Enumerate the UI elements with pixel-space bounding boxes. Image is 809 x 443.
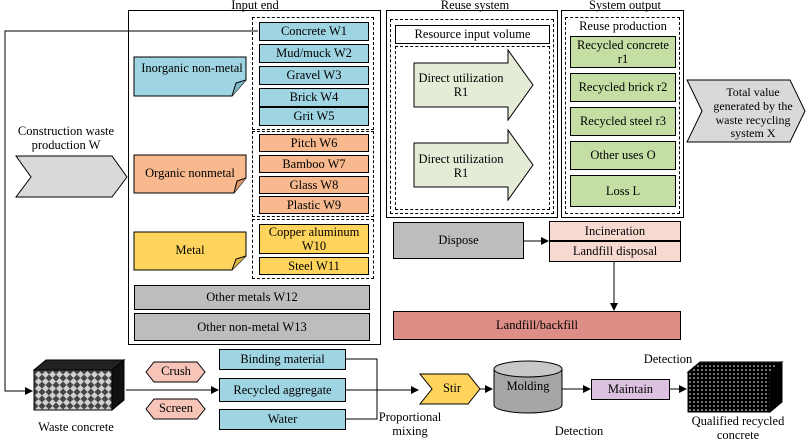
source-label: Construction waste production W (17, 124, 115, 153)
reuse-system-title: Reuse system (440, 0, 510, 12)
inorganic-item-gravel: Gravel W3 (259, 66, 369, 85)
inorganic-group (252, 17, 374, 130)
organic-item-pitch: Pitch W6 (259, 134, 369, 152)
organic-label: Organic nonmetal (145, 166, 235, 180)
output-recycled-steel: Recycled steel r3 (570, 107, 676, 136)
other-nonmetal-box: Other non-metal W13 (134, 313, 370, 341)
input-end-title: Input end (231, 0, 279, 12)
inorganic-item-brick: Brick W4 (259, 88, 369, 107)
direct-util-1: Direct utilization R1 (418, 71, 504, 100)
inorganic-item-mud: Mud/muck W2 (259, 44, 369, 63)
inorganic-item-concrete: Concrete W1 (259, 22, 369, 41)
metal-label: Metal (175, 243, 205, 257)
waste-concrete-label: Waste concrete (38, 420, 114, 434)
resource-input-box: Resource input volume (395, 25, 550, 44)
binding-material-box: Binding material (219, 349, 346, 370)
water-line (346, 390, 378, 420)
dispose-box: Dispose (393, 222, 524, 259)
organic-group (252, 131, 374, 217)
resource-arrow-group (395, 46, 550, 210)
organic-item-glass: Glass W8 (259, 176, 369, 194)
reuse-system-inner (390, 19, 554, 214)
metal-item-copper: Copper aluminum W10 (259, 224, 369, 254)
reuse-production-label: Reuse production (579, 19, 667, 33)
landfill-disposal-box: Landfill disposal (549, 241, 681, 262)
landfill-backfill-box: Landfill/backfill (393, 311, 681, 340)
organic-item-bamboo: Bamboo W7 (259, 155, 369, 173)
reuse-system-frame (386, 10, 558, 218)
binding-line (346, 358, 378, 390)
metal-item-steel: Steel W11 (259, 257, 369, 275)
maintain-box: Maintain (591, 379, 670, 400)
system-output-frame (561, 10, 684, 218)
metal-group (252, 219, 374, 279)
total-value-label: Total value generated by the waste recyc… (713, 85, 793, 141)
crush-label: Crush (161, 364, 191, 378)
molding-label: Molding (506, 379, 550, 393)
other-metals-box: Other metals W12 (134, 285, 370, 310)
incineration-box: Incineration (549, 221, 681, 241)
organic-item-plastic: Plastic W9 (259, 196, 369, 214)
screen-label: Screen (158, 401, 193, 415)
stir-label: Stir (442, 381, 462, 395)
qualified-concrete-label: Qualified recycled concrete (691, 414, 785, 443)
inorganic-label: Inorganic non-metal (141, 61, 243, 75)
output-recycled-concrete: Recycled concrete r1 (570, 36, 676, 68)
input-end-frame (128, 10, 381, 345)
concrete-feedback-line (4, 30, 258, 395)
system-output-inner (565, 17, 680, 214)
detection-bottom-label: Detection (554, 424, 604, 438)
recycled-aggregate-box: Recycled aggregate (219, 378, 346, 402)
inorganic-item-grit: Grit W5 (259, 107, 369, 126)
direct-util-2: Direct utilization R1 (418, 152, 504, 181)
output-other-uses: Other uses O (570, 141, 676, 170)
water-box: Water (219, 409, 346, 430)
proportional-mixing-label: Proportional mixing (378, 410, 442, 439)
detection-top-label: Detection (643, 352, 693, 366)
output-recycled-brick: Recycled brick r2 (570, 73, 676, 102)
output-loss: Loss L (570, 175, 676, 207)
system-output-title: System output (589, 0, 661, 12)
